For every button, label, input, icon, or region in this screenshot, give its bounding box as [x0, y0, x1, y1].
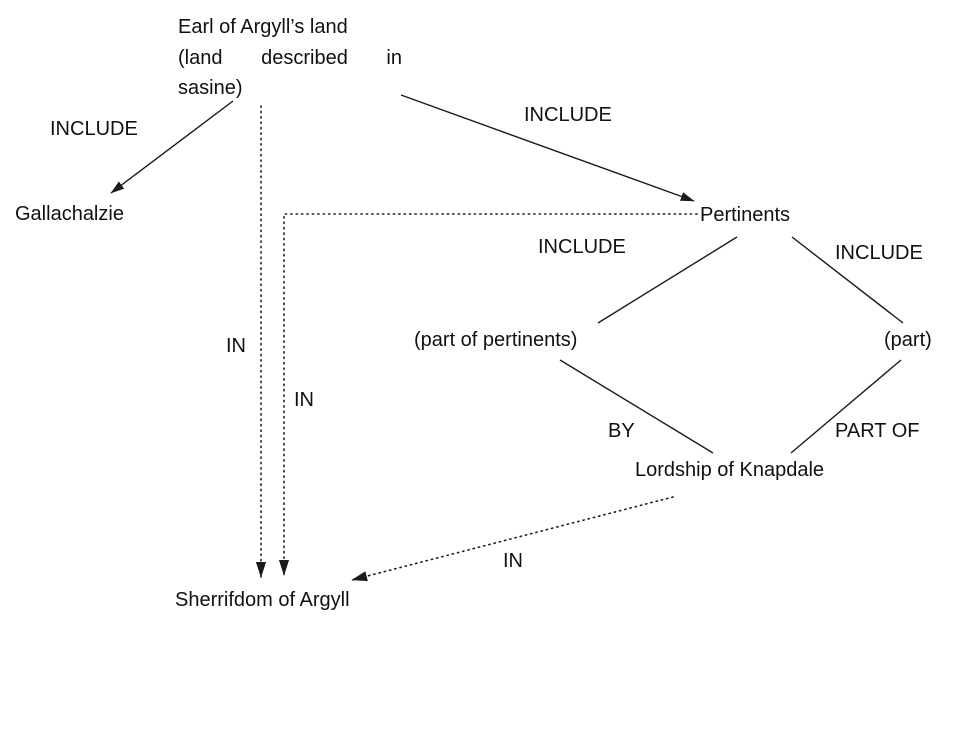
edge-label-by: BY: [608, 420, 635, 442]
edge-lordship-to-sherrifdom-dotted: [351, 496, 674, 582]
node-sherrifdom-of-argyll: Sherrifdom of Argyll: [175, 589, 350, 611]
earl-label-line-1: Earl of Argyll’s land: [178, 16, 348, 38]
earl-label-line-3: sasine): [178, 77, 243, 99]
edge-pertinents-to-part-of-pertinents: [597, 236, 738, 324]
edge-label-in-left: IN: [226, 335, 246, 357]
edge-label-in-bottom: IN: [503, 550, 523, 572]
edge-label-in-right: IN: [294, 389, 314, 411]
node-earl-of-argylls-land: Earl of Argyll’s land (land described in…: [178, 12, 402, 104]
edge-pertinents-to-sherrifdom-dotted: [278, 213, 698, 576]
edge-pertinents-to-part: [791, 236, 904, 324]
edge-label-include-gallachalzie: INCLUDE: [50, 118, 138, 140]
edge-label-part-of: PART OF: [835, 420, 920, 442]
edge-label-include-pertinents: INCLUDE: [524, 104, 612, 126]
node-gallachalzie: Gallachalzie: [15, 203, 124, 225]
node-part: (part): [884, 329, 932, 351]
edge-earl-to-pertinents: [400, 94, 695, 202]
edge-earl-to-gallachalzie: [110, 100, 234, 194]
node-pertinents: Pertinents: [700, 204, 791, 226]
earl-label-line-2: (land described in: [178, 46, 402, 69]
edge-part-to-lordship: [790, 359, 902, 454]
node-lordship-of-knapdale: Lordship of Knapdale: [635, 459, 825, 481]
edge-part-of-pertinents-to-lordship: [559, 359, 714, 454]
edge-label-include-part: INCLUDE: [835, 242, 923, 264]
edge-label-include-part-of-pertinents: INCLUDE: [538, 236, 626, 258]
node-part-of-pertinents: (part of pertinents): [414, 329, 578, 351]
